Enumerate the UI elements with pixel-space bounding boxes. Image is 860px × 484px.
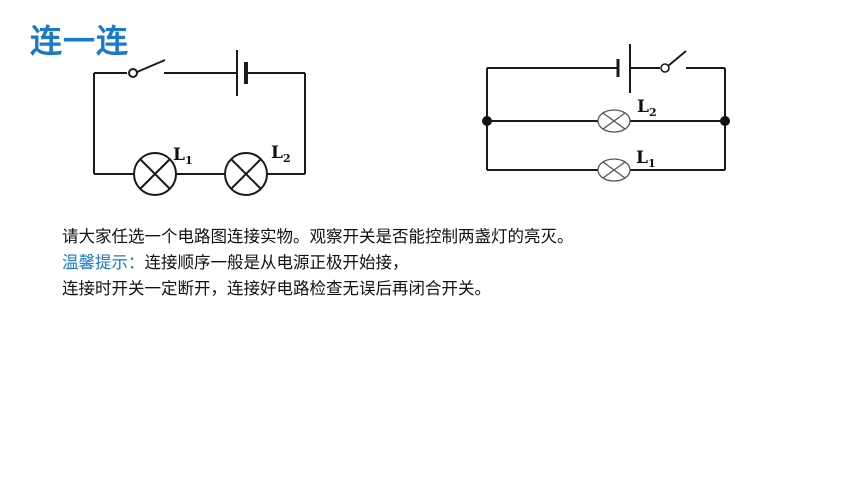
switch-blade (667, 50, 687, 67)
lamp-l1-label: L1 (173, 145, 193, 167)
hint-label: 温馨提示： (62, 253, 145, 272)
instruction-text: 请大家任选一个电路图连接实物。观察开关是否能控制两盏灯的亮灭。 温馨提示：连接顺… (62, 224, 574, 302)
instruction-hint-line: 温馨提示：连接顺序一般是从电源正极开始接， (62, 250, 574, 276)
lamp-l1-icon (133, 152, 177, 196)
switch-pivot (128, 68, 138, 78)
instruction-line-1: 请大家任选一个电路图连接实物。观察开关是否能控制两盏灯的亮灭。 (62, 227, 574, 246)
lamp-l1-icon (597, 158, 631, 182)
parallel-circuit-diagram: L2 L1 (482, 44, 730, 182)
instruction-line-3: 连接时开关一定断开，连接好电路检查无误后再闭合开关。 (62, 279, 491, 298)
switch-blade (136, 59, 166, 73)
hint-text: 连接顺序一般是从电源正极开始接， (144, 253, 409, 272)
lamp-l2-icon (597, 109, 631, 133)
lamp-l2-label: L2 (637, 97, 657, 119)
lamp-l2-label: L2 (271, 143, 291, 165)
lamp-l1-label: L1 (636, 148, 656, 170)
lamp-l2-icon (224, 152, 268, 196)
page-title: 连一连 (30, 22, 130, 60)
switch-pivot (660, 63, 670, 73)
